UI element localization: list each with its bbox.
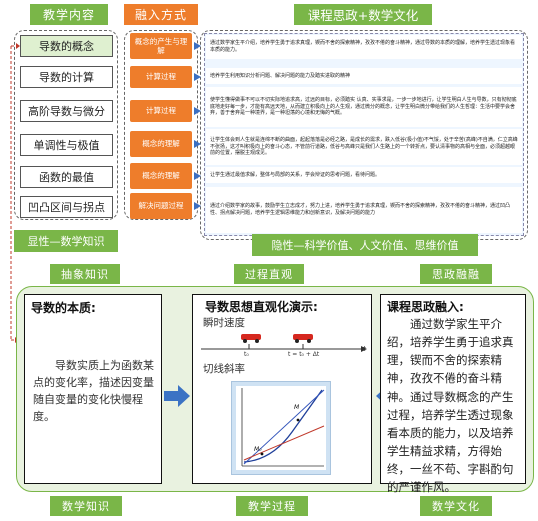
axis-t: t — [363, 345, 366, 353]
label-implicit: 隐性—科学价值、人文价值、思维价值 — [252, 234, 478, 256]
panel-ideology: 课程思政融入: 通过数学家生平介绍，培养学生勇于追求真理，锲而不舍的探索精神，孜… — [380, 294, 526, 494]
label-fusion: 思政融融 — [420, 264, 492, 284]
topic-concavity[interactable]: 凹凸区间与拐点 — [20, 196, 113, 218]
topic-derivative-calc[interactable]: 导数的计算 — [20, 66, 113, 88]
point-m0: M₀ — [254, 446, 262, 453]
label-teaching-process: 教学过程 — [236, 496, 308, 516]
panel-essence: 导数的本质: 导数实质上为函数某点的变化率，描述因变量随自变量的变化快慢程度。 — [24, 294, 162, 484]
header-ideology: 课程思政+数学文化 — [294, 4, 432, 25]
axis-t0: t₀ — [244, 351, 249, 358]
desc-concavity: 通过介绍数学家的故事，鼓励学生立志成才，努力上进，培养学生勇于追求真理，锲而不舍… — [206, 187, 522, 233]
method-calc-2: 计算过程 — [130, 100, 192, 122]
topic-higher-derivative[interactable]: 高阶导数与微分 — [20, 100, 113, 122]
panel-essence-text: 导数实质上为函数某点的变化率，描述因变量随自变量的变化快慢程度。 — [33, 359, 154, 424]
panel-ideology-text: 通过数学家生平介绍，培养学生勇于追求真理，锲而不舍的探索精神，孜孜不倦的奋斗精神… — [387, 317, 514, 495]
header-method: 融入方式 — [124, 4, 198, 25]
header-content: 教学内容 — [30, 4, 108, 25]
point-m: M — [294, 404, 300, 411]
panel-demo: 导数思想直观化演示: 瞬时速度 t₀ t = t₀ + Δt t 切线斜率 M … — [192, 294, 372, 484]
label-tangent-slope: 切线斜率 — [203, 363, 245, 375]
label-abstract: 抽象知识 — [50, 264, 120, 284]
content-column-frame — [14, 30, 118, 220]
desc-extreme-value: 让学生通过最值求解，整体与局部的关系，学会辩证的思考问题，看待问题。 — [206, 167, 522, 183]
method-understanding-1: 概念的理解 — [130, 131, 192, 157]
method-understanding-2: 概念的理解 — [130, 163, 192, 189]
label-instant-speed: 瞬时速度 — [203, 317, 245, 329]
method-calc-1: 计算过程 — [130, 66, 192, 88]
desc-derivative-concept: 通过数学家生平介绍，培养学生勇于追求真理，锲而不舍的探索精神，孜孜不倦的奋斗精神… — [206, 35, 522, 59]
label-process: 过程直观 — [234, 264, 304, 284]
panel-demo-title: 导数思想直观化演示: — [205, 300, 318, 314]
desc-monotonic-extreme: 让学生体会到人生就是连绵不断的曲面，起起落落是必经之路，是成长的需求，跌入低谷(… — [206, 129, 522, 165]
panel-ideology-title: 课程思政融入: — [387, 300, 464, 314]
speed-diagram — [201, 334, 367, 352]
panel-essence-title: 导数的本质: — [31, 301, 96, 315]
tangent-graph-frame: M M₀ — [231, 381, 331, 475]
topic-monotonic-extreme[interactable]: 单调性与极值 — [20, 134, 113, 156]
method-arrows — [194, 42, 201, 210]
desc-higher-derivative: 使学生懂得做事不可以不切实际地追求高，过远的目标，必须踏实 认真、实事求是，一步… — [206, 87, 522, 127]
arrow-left-mid — [164, 385, 190, 407]
method-column-frame — [124, 30, 198, 220]
axis-tdt: t = t₀ + Δt — [288, 351, 320, 358]
topic-extreme-value[interactable]: 函数的最值 — [20, 166, 113, 188]
label-explicit: 显性—数学知识 — [14, 230, 118, 252]
tangent-graph — [236, 386, 326, 470]
topic-derivative-concept[interactable]: 导数的概念 — [20, 35, 113, 57]
method-concept-origin: 概念的产生与理解 — [130, 33, 192, 59]
desc-derivative-calc: 培养学生利用知识分析问题、解决问题的能力及踏实进取的精神 — [206, 68, 522, 84]
label-math-culture: 数学文化 — [420, 496, 492, 516]
method-problem-solving: 解决问题过程 — [130, 193, 192, 219]
label-math-knowledge: 数学知识 — [50, 496, 122, 516]
